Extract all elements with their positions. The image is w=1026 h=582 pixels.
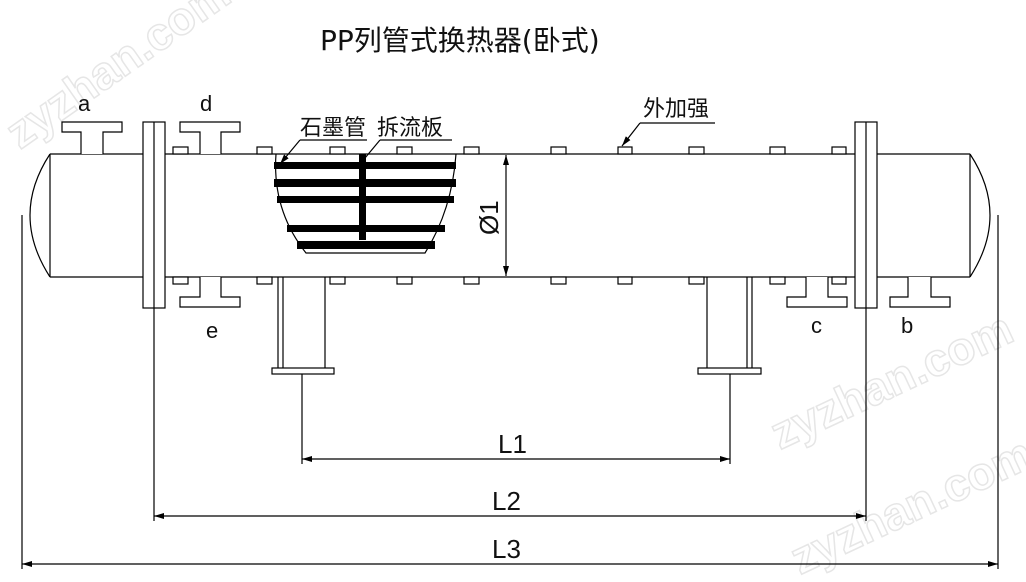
cutaway-section	[274, 153, 457, 254]
svg-text:外加强: 外加强	[643, 97, 709, 122]
svg-text:拆流板: 拆流板	[377, 116, 443, 141]
callout-reinforcement: 外加强	[621, 97, 715, 147]
svg-text:L1: L1	[498, 429, 527, 459]
right-head	[969, 153, 991, 278]
right-body-flange	[854, 121, 878, 309]
left-support	[271, 277, 335, 375]
svg-text:a: a	[78, 91, 91, 116]
shell	[29, 153, 991, 278]
nozzle-d: d	[179, 91, 241, 154]
svg-text:b: b	[901, 313, 913, 338]
svg-text:L2: L2	[492, 486, 521, 516]
watermark: zyzhan.com	[782, 427, 1026, 582]
reinforcement-rings	[172, 146, 847, 285]
callout-graphite-tube: 石墨管	[279, 116, 367, 165]
svg-text:e: e	[206, 318, 218, 343]
svg-text:石墨管: 石墨管	[300, 116, 366, 141]
svg-text:d: d	[200, 91, 212, 116]
baffle-plate	[359, 154, 366, 240]
right-support	[697, 277, 762, 375]
watermark: zyzhan.com	[762, 302, 1020, 459]
svg-text:L3: L3	[492, 534, 521, 564]
diameter-dimension: Ø1	[474, 155, 509, 276]
nozzle-e: e	[179, 277, 241, 343]
callout-baffle: 拆流板	[364, 116, 452, 159]
svg-text:c: c	[811, 313, 822, 338]
left-body-flange	[142, 121, 166, 309]
dimension-l1: L1	[301, 374, 731, 464]
nozzle-a: a	[61, 91, 123, 154]
dimension-l3: L3	[21, 215, 999, 569]
drawing-title: PP列管式换热器(卧式)	[320, 24, 600, 57]
left-head	[29, 153, 51, 278]
nozzle-c: c	[786, 277, 848, 338]
nozzle-b: b	[889, 277, 951, 338]
dimension-l2: L2	[153, 308, 867, 521]
svg-text:Ø1: Ø1	[474, 200, 504, 235]
